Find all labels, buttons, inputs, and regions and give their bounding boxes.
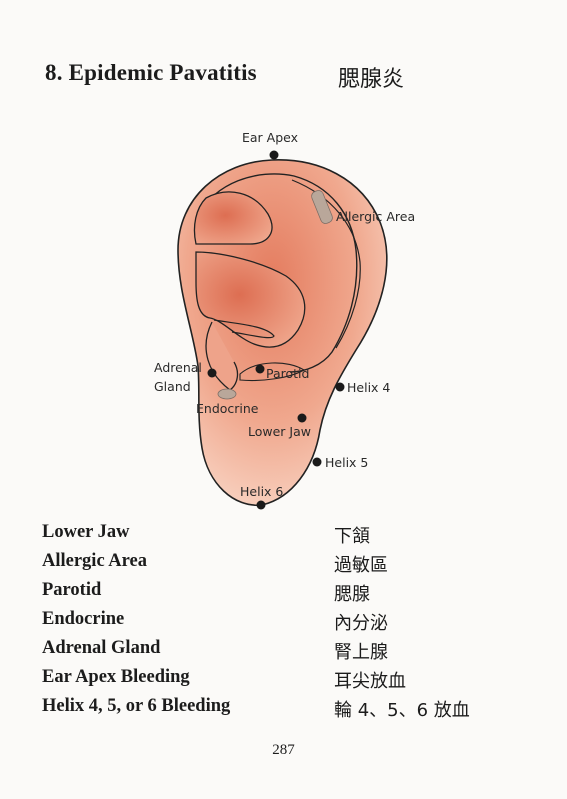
helix6-label: Helix 6 [240, 484, 283, 499]
helix4-point [335, 382, 345, 392]
page-number: 287 [272, 742, 295, 758]
allergic-area-marker [311, 190, 333, 224]
tragus [205, 321, 239, 391]
helix5-label: Helix 5 [325, 455, 368, 470]
term-english: Adrenal Gland [42, 638, 161, 658]
term-row: Lower Jaw 下頷 [42, 522, 512, 550]
adrenal-gland-label-line1: Adrenal [154, 360, 202, 375]
page-title-chinese: 腮腺炎 [338, 67, 405, 92]
term-chinese: 下頷 [334, 526, 370, 547]
endocrine-marker [217, 388, 237, 400]
term-english: Ear Apex Bleeding [42, 667, 190, 687]
page-title: 8. Epidemic Pavatitis [45, 60, 257, 85]
term-row: Helix 4, 5, or 6 Bleeding 輪 4、5、6 放血 [42, 696, 512, 724]
term-row: Ear Apex Bleeding 耳尖放血 [42, 667, 512, 695]
term-english: Lower Jaw [42, 522, 130, 542]
allergic-area-label: Allergic Area [336, 209, 415, 224]
adrenal-gland-point [207, 368, 217, 378]
helix-rim [199, 173, 358, 373]
lower-jaw-point [297, 413, 307, 423]
ear-apex-point [269, 150, 279, 160]
term-english: Allergic Area [42, 551, 147, 571]
parotid-point [255, 364, 265, 374]
antihelix [213, 319, 275, 339]
term-chinese: 腮腺 [334, 584, 370, 605]
ear-diagram: Ear Apex Allergic Area Adrenal Gland Par… [150, 120, 450, 515]
triangular-fossa [193, 191, 273, 245]
adrenal-gland-label-line2: Gland [154, 379, 191, 394]
term-chinese: 過敏區 [334, 555, 388, 576]
endocrine-label: Endocrine [196, 401, 259, 416]
helix4-label: Helix 4 [347, 380, 390, 395]
term-english: Helix 4, 5, or 6 Bleeding [42, 696, 231, 716]
concha [195, 251, 306, 348]
helix5-point [312, 457, 322, 467]
term-row: Endocrine 內分泌 [42, 609, 512, 637]
term-english: Parotid [42, 580, 102, 600]
term-chinese: 腎上腺 [334, 642, 388, 663]
term-chinese: 耳尖放血 [334, 671, 406, 692]
term-chinese: 內分泌 [334, 613, 388, 634]
term-english: Endocrine [42, 609, 125, 629]
term-row: Allergic Area 過敏區 [42, 551, 512, 579]
parotid-label: Parotid [266, 366, 309, 381]
term-row: Adrenal Gland 腎上腺 [42, 638, 512, 666]
lower-jaw-label: Lower Jaw [248, 424, 311, 439]
term-chinese: 輪 4、5、6 放血 [334, 700, 470, 721]
term-row: Parotid 腮腺 [42, 580, 512, 608]
helix6-point [256, 500, 266, 510]
ear-apex-label: Ear Apex [242, 130, 298, 145]
